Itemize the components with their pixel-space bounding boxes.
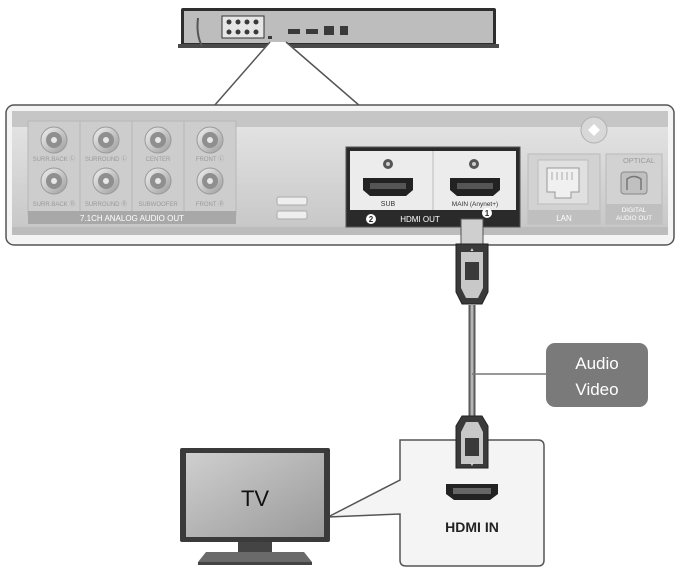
audio-video-callout — [546, 343, 648, 407]
rca-jack-label: CENTER — [146, 157, 171, 163]
rca-jack-pin — [207, 178, 213, 184]
callout-video: Video — [575, 380, 618, 399]
hdmi-main-label: MAIN (Anynet+) — [452, 201, 498, 208]
rca-jack-pin — [155, 137, 161, 143]
rca-jack-label: SURR.BACK Ⓡ — [33, 200, 76, 208]
hdmi-in-box — [327, 439, 545, 567]
rca-jack-label: FRONT Ⓛ — [196, 155, 224, 163]
rca-jack-labels: SURR.BACK Ⓛ SURROUND Ⓛ CENTER FRONT Ⓛ SURR.B… — [33, 155, 224, 208]
rca-jack-pin — [51, 178, 57, 184]
hdmi-sub-port — [363, 178, 413, 196]
analog-audio-out-label: 7.1CH ANALOG AUDIO OUT — [80, 214, 184, 223]
rca-jack-pin — [51, 137, 57, 143]
digital-audio-out-line1: DIGITAL — [622, 207, 647, 214]
player-unit — [178, 8, 499, 48]
lan-label: LAN — [556, 214, 572, 223]
rca-jack-label: SURR.BACK Ⓛ — [33, 155, 76, 163]
callout-audio: Audio — [575, 354, 618, 373]
svg-text:▼: ▼ — [470, 462, 475, 468]
rca-jack-pin — [155, 178, 161, 184]
hdmi-num-main: 1 — [485, 209, 490, 218]
rca-jack-pin — [103, 137, 109, 143]
hdmi-in-label: HDMI IN — [445, 519, 499, 535]
hdmi-sub-label: SUB — [381, 201, 396, 208]
hdmi-cable — [468, 305, 548, 418]
rca-jack-label: SURROUND Ⓛ — [85, 155, 127, 163]
hdmi-out-label: HDMI OUT — [400, 215, 440, 224]
rca-jack-pin — [207, 137, 213, 143]
tv-label: TV — [241, 486, 269, 511]
rca-jack-label: FRONT Ⓡ — [196, 200, 224, 208]
hdmi-out-block: SUB MAIN (Anynet+) 2 HDMI OUT 1 — [345, 146, 521, 228]
optical-block — [605, 153, 663, 225]
rca-jack-pin — [103, 178, 109, 184]
digital-audio-out-line2: AUDIO OUT — [616, 215, 652, 222]
lan-block — [527, 153, 601, 225]
optical-label: OPTICAL — [623, 156, 655, 165]
hdmi-plug-bottom: ▼ — [455, 415, 489, 469]
tv-hdmi-port — [446, 484, 498, 500]
player-ports — [221, 15, 348, 39]
rca-jacks — [40, 126, 224, 195]
hdmi-plug-top: ▲ — [455, 218, 489, 305]
hdmi-num-sub: 2 — [369, 215, 374, 224]
rca-jack-label: SURROUND Ⓡ — [85, 200, 127, 208]
zoom-wedge — [212, 41, 363, 107]
hdmi-main-port — [450, 178, 500, 196]
svg-text:▲: ▲ — [470, 247, 475, 253]
tv — [180, 448, 330, 565]
rca-jack-label: SUBWOOFER — [138, 202, 178, 208]
